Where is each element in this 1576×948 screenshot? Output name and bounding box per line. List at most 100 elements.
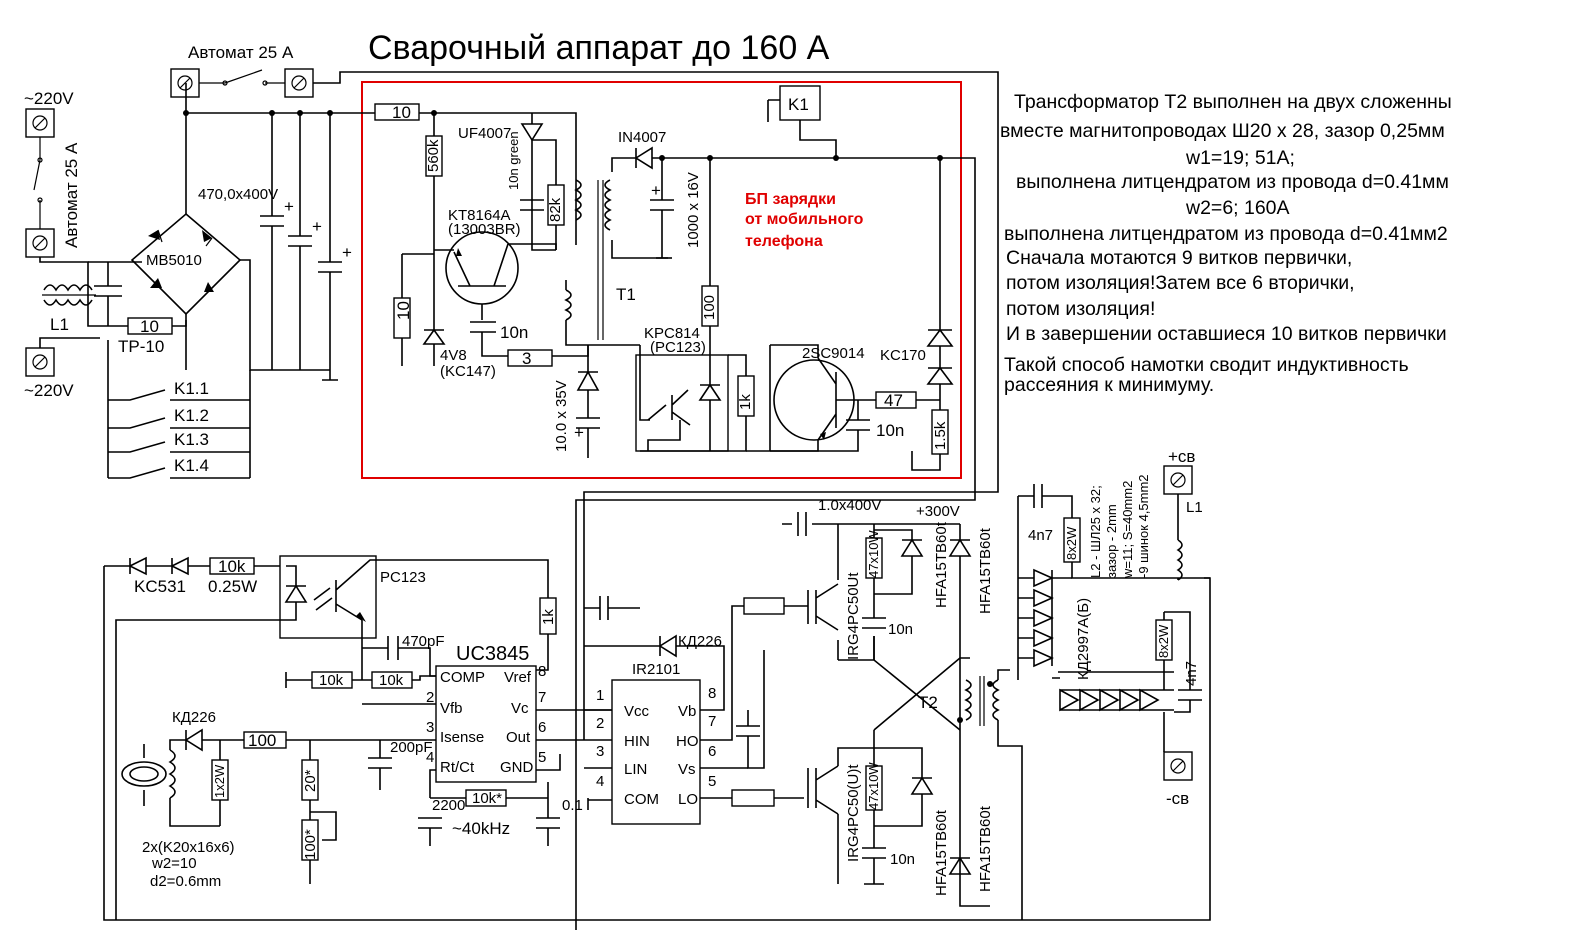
svg-text:4n7: 4n7 [1028, 527, 1053, 544]
psu-section: 10 82k UF4007 10n green 560k KT8164A (13… [360, 85, 976, 930]
note-line: вместе магнитопроводах Ш20 х 28, зазор 0… [1000, 120, 1445, 142]
svg-text:w=11; S=40mm2: w=11; S=40mm2 [1120, 481, 1135, 579]
label-470uf: 470,0x400V [198, 186, 278, 203]
svg-text:IN4007: IN4007 [618, 129, 666, 146]
svg-text:~40kHz: ~40kHz [452, 819, 510, 838]
cap-470-400v: + + + [260, 113, 352, 370]
svg-text:COMP: COMP [440, 669, 485, 686]
svg-text:1.5k: 1.5k [932, 421, 949, 450]
svg-text:T2: T2 [918, 693, 938, 712]
resistor-100-psu [701, 285, 719, 327]
svg-text:4: 4 [426, 749, 434, 766]
svg-text:4V8: 4V8 [440, 347, 467, 364]
ground [322, 370, 338, 381]
svg-text:5: 5 [708, 773, 716, 790]
svg-text:2: 2 [426, 689, 434, 706]
svg-text:100: 100 [248, 731, 276, 750]
svg-text:GND: GND [500, 759, 534, 776]
svg-text:6: 6 [708, 743, 716, 760]
schematic-title: Сварочный аппарат до 160 А [368, 29, 830, 67]
svg-text:47x10W: 47x10W [866, 762, 881, 810]
svg-text:4: 4 [596, 773, 604, 790]
svg-text:10: 10 [140, 317, 159, 336]
svg-text:10.0 x 35V: 10.0 x 35V [553, 380, 570, 452]
label-l1: L1 [50, 315, 69, 334]
svg-text:10n: 10n [890, 851, 915, 868]
optocoupler-kpc814 [635, 354, 729, 452]
svg-text:1k: 1k [737, 394, 754, 410]
note-line: потом изоляция!Затем все 6 вторички, [1006, 272, 1355, 294]
svg-text:HFA15TB60t: HFA15TB60t [977, 805, 994, 892]
svg-text:2200: 2200 [432, 797, 465, 814]
relay-contacts [107, 340, 251, 479]
svg-text:+: + [574, 423, 584, 442]
automat-left-switch [33, 137, 41, 229]
resistor-1x2w [211, 759, 229, 801]
svg-text:Isense: Isense [440, 729, 484, 746]
choke-l1-coil [43, 284, 93, 292]
svg-text:2x(K20x16x6): 2x(K20x16x6) [142, 839, 235, 856]
svg-text:10n: 10n [888, 621, 913, 638]
svg-text:+: + [342, 243, 352, 262]
svg-text:47x10W: 47x10W [866, 530, 881, 578]
svg-text:2SC9014: 2SC9014 [802, 345, 865, 362]
svg-text:3: 3 [426, 719, 434, 736]
note-line: Сначала мотаются 9 витков первички, [1006, 247, 1352, 269]
ic-ir2101 [611, 679, 701, 825]
svg-text:10k: 10k [379, 672, 404, 689]
label-k1-3: K1.3 [174, 430, 209, 449]
terminal-220-bottom [25, 347, 55, 377]
psu-frame [361, 81, 962, 479]
transistor-2sc9014 [773, 357, 855, 441]
svg-text:20*: 20* [302, 769, 319, 792]
svg-text:10n: 10n [500, 323, 528, 342]
svg-text:1k: 1k [540, 609, 557, 625]
svg-text:Out: Out [506, 729, 531, 746]
svg-text:+: + [651, 181, 661, 200]
svg-text:10n: 10n [876, 421, 904, 440]
resistor-gate-top [743, 597, 785, 615]
psu-label: БП зарядки от мобильного телефона [745, 191, 864, 250]
svg-text:KPC814: KPC814 [644, 325, 700, 342]
svg-text:KC531: KC531 [134, 577, 186, 596]
svg-text:КД226: КД226 [678, 633, 722, 650]
resistor-gate-bot [731, 789, 775, 807]
svg-text:10n green: 10n green [506, 131, 521, 190]
note-line: w2=6; 160А [1185, 197, 1290, 219]
l2-spec: L2 - ШЛ25 х 32; зазор - 2mm w=11; S=40mm… [1088, 474, 1151, 579]
terminal-mid [25, 228, 55, 258]
ic-uc3845 [435, 665, 537, 783]
resistor-1k-psu [737, 375, 755, 417]
svg-text:200pF: 200pF [390, 739, 433, 756]
resistor-10-psu [374, 103, 420, 121]
svg-text:8x2W: 8x2W [1064, 526, 1079, 560]
svg-text:3: 3 [596, 743, 604, 760]
svg-text:47: 47 [884, 391, 903, 410]
svg-text:K1: K1 [788, 95, 809, 114]
svg-text:KT8164A: KT8164A [448, 207, 511, 224]
resistor-560k [425, 135, 443, 177]
svg-text:+300V: +300V [916, 503, 960, 520]
svg-text:w2=10: w2=10 [151, 855, 197, 872]
svg-text:Vref: Vref [504, 669, 532, 686]
note-line: Такой способ намотки сводит индуктивност… [1004, 354, 1409, 376]
power-bridge: 1.0x400V +300V IRG4PC50Ut 47x10W 10n HFA… [782, 497, 1023, 920]
svg-text:HIN: HIN [624, 733, 650, 750]
svg-text:-св: -св [1166, 789, 1189, 808]
resistor-47x10w-top [865, 537, 883, 579]
terminal-automat-b [284, 68, 314, 98]
note-line: w1=19; 51А; [1185, 147, 1295, 169]
svg-text:d2=0.6mm: d2=0.6mm [150, 873, 221, 890]
svg-text:1000 x 16V: 1000 x 16V [685, 172, 702, 248]
transistor-kt8164a [445, 231, 519, 305]
svg-text:Vcc: Vcc [624, 703, 650, 720]
svg-text:6: 6 [538, 719, 546, 736]
note-line: выполнена литцендратом из провода d=0.41… [1016, 171, 1449, 193]
label-220v-top: ~220V [24, 89, 74, 108]
label-automat-left: Автомат 25 А [62, 142, 81, 248]
terminal-plus-sv [1163, 465, 1193, 495]
svg-text:10: 10 [394, 301, 413, 320]
svg-text:зазор - 2mm: зазор - 2mm [1104, 504, 1119, 578]
label-k1-1: K1.1 [174, 379, 209, 398]
